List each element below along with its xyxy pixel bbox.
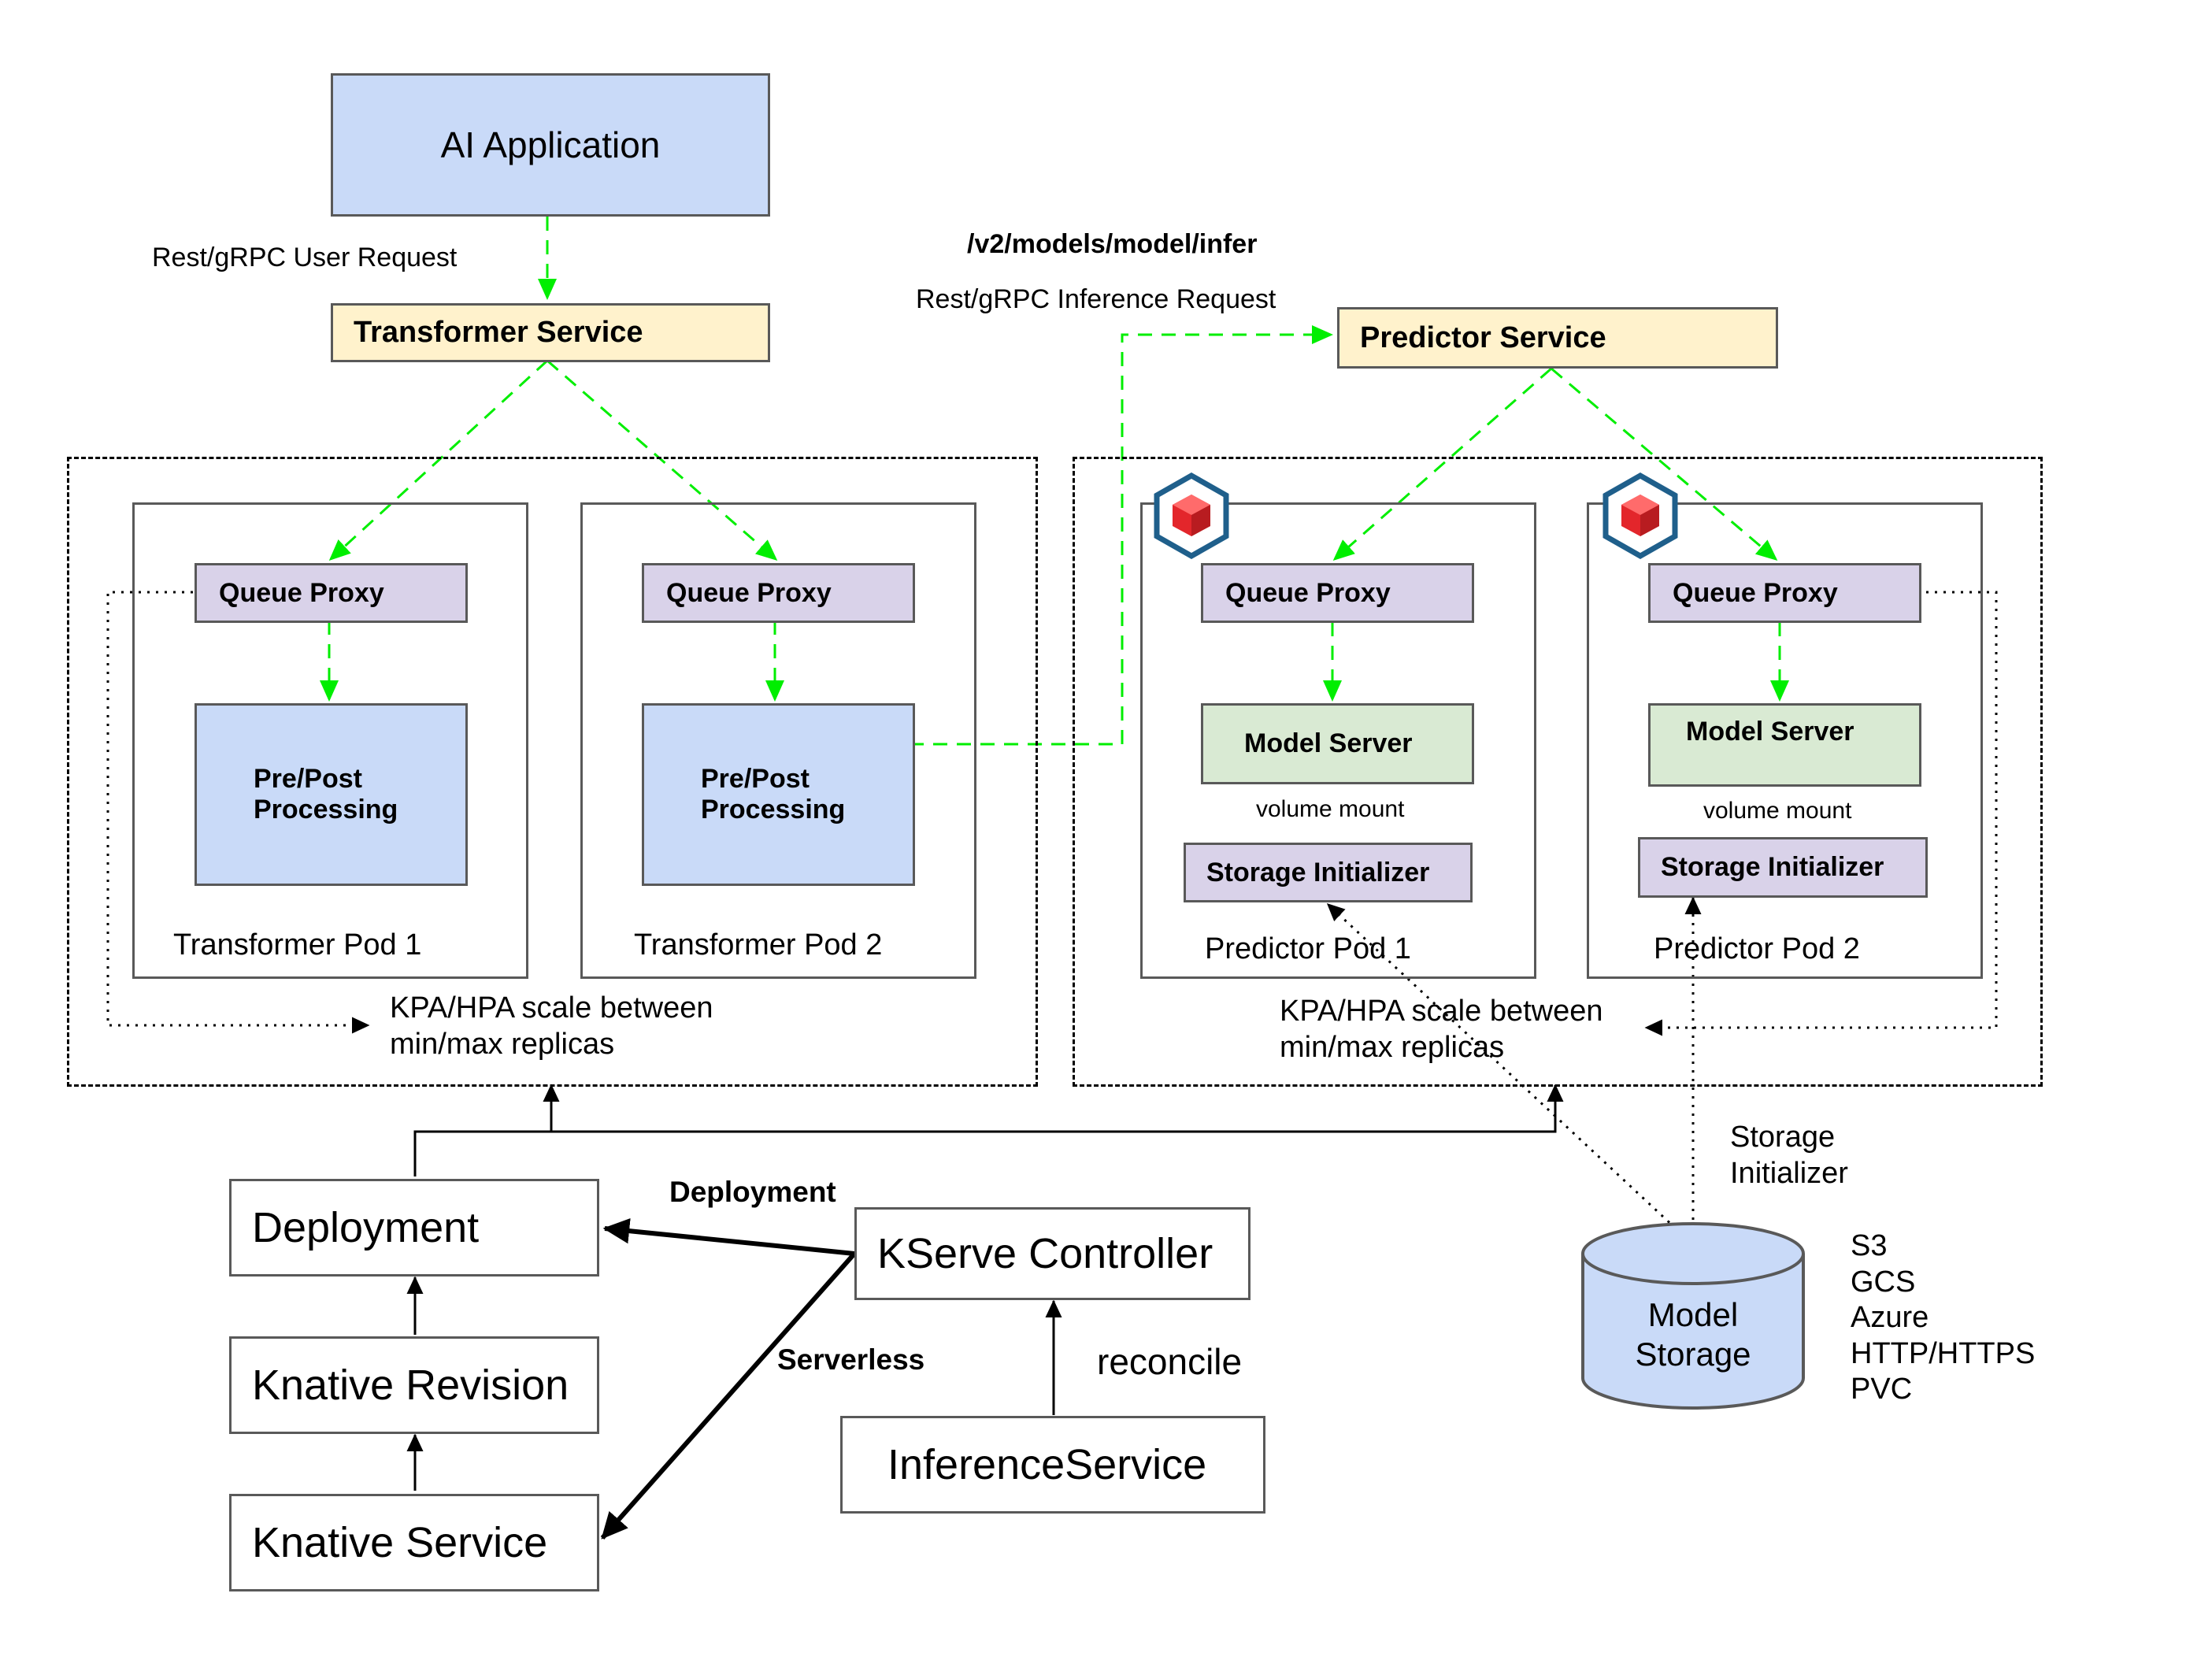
queue-proxy-label: Queue Proxy [666,577,832,608]
kserve-logo-icon [1602,472,1678,559]
deployment-label: Deployment [252,1204,480,1251]
storage-backend-item: S3 [1851,1229,1888,1262]
processing-to-predictor-arrow [910,325,1333,746]
transformer-service-box[interactable]: Transformer Service [331,303,770,362]
edge-reconcile-label: reconcile [1097,1341,1243,1382]
processing-label: Pre/Post Processing [254,764,398,824]
predictor-to-pod1-arrow [1332,367,1552,561]
knative-service-box[interactable]: Knative Service [229,1494,599,1591]
storage-initializer-label: Storage Initializer [1206,857,1430,887]
transformer-pods-group [67,457,1038,1087]
volume-mount-label: volume mount [1256,796,1405,822]
predictor-pod-1[interactable] [1140,502,1536,979]
deployment-to-pods-connector [413,1084,1564,1176]
rest-user-request-label: Rest/gRPC User Request [152,243,458,272]
transformer-to-pod1-arrow [328,359,549,561]
queue-proxy-label: Queue Proxy [1225,577,1391,608]
predictor-pod-2-queue-proxy[interactable]: Queue Proxy [1648,563,1921,623]
ai-application-label: AI Application [440,124,661,165]
kserve-controller-label: KServe Controller [877,1230,1213,1277]
storage-backend-item: GCS [1851,1265,1916,1299]
transformer-pod-2-queue-proxy[interactable]: Queue Proxy [642,563,915,623]
predictor-service-box[interactable]: Predictor Service [1337,307,1778,369]
infer-path-label: /v2/models/model/infer [967,229,1258,259]
predictor-to-pod2-arrow [1551,367,1778,561]
queue-proxy-label: Queue Proxy [219,577,384,608]
autoscale-loops [106,591,1998,1230]
scale-note-right: KPA/HPA scale between min/max replicas [1280,995,1603,1064]
transformer-pod-1-label: Transformer Pod 1 [173,928,422,962]
inference-service-box[interactable]: InferenceService [840,1416,1265,1514]
predictor-pod-1-queue-proxy[interactable]: Queue Proxy [1201,563,1474,623]
knative-service-label: Knative Service [252,1519,548,1566]
controller-to-knative-service-arrow [600,1252,857,1540]
deployment-box[interactable]: Deployment [229,1179,599,1276]
edge-deployment-label: Deployment [669,1176,836,1208]
request-flow-arrows [320,217,1789,746]
model-server-label: Model Server [1686,717,1854,747]
storage-backend-item: Azure [1851,1301,1929,1335]
transformer-pod-2[interactable] [580,502,976,979]
knative-revision-label: Knative Revision [252,1362,569,1409]
control-plane-arrows [406,1084,1564,1540]
controller-to-deployment-arrow [602,1218,855,1256]
predictor-pod-1-storage-initializer[interactable]: Storage Initializer [1184,843,1473,902]
queue-proxy-label: Queue Proxy [1673,577,1838,608]
transformer-pod-2-processing[interactable]: Pre/Post Processing [642,703,915,886]
predictor-pod-2-model-server[interactable]: Model Server [1648,703,1921,787]
rest-inference-request-label: Rest/gRPC Inference Request [916,284,1276,314]
storage-backends-list: S3 GCS Azure HTTP/HTTPS PVC [1851,1228,2035,1408]
predictor-pod-2-storage-initializer[interactable]: Storage Initializer [1638,837,1928,898]
transformer-pod-2-label: Transformer Pod 2 [634,928,883,962]
predictor-pods-group [1073,457,2043,1087]
predictor-pod-2-label: Predictor Pod 2 [1654,932,1860,965]
model-storage-cylinder-icon[interactable] [1579,1221,1807,1417]
right-scale-loop [1644,591,1998,1036]
storage-initializer-label: Storage Initializer [1661,852,1884,882]
transformer-service-label: Transformer Service [354,316,643,349]
model-server-label: Model Server [1244,728,1413,758]
transformer-pod-1[interactable] [132,502,528,979]
volume-mount-label: volume mount [1703,798,1852,824]
transformer-pod-1-processing[interactable]: Pre/Post Processing [195,703,468,886]
transformer-to-pod2-arrow [547,359,778,561]
storage-to-pod1-init-dotted [1326,902,1677,1230]
processing-label: Pre/Post Processing [701,764,846,824]
inference-service-label: InferenceService [887,1441,1207,1488]
predictor-service-label: Predictor Service [1360,321,1606,354]
edge-serverless-label: Serverless [777,1343,925,1376]
transformer-pod-1-queue-proxy[interactable]: Queue Proxy [195,563,468,623]
predictor-pod-1-label: Predictor Pod 1 [1205,932,1411,965]
storage-initializer-note: Storage Initializer [1730,1121,1848,1190]
model-storage-label: Model Storage [1635,1296,1751,1373]
scale-note-left: KPA/HPA scale between min/max replicas [390,991,713,1061]
storage-backend-item: HTTP/HTTPS [1851,1336,2036,1370]
storage-backend-item: PVC [1851,1373,1913,1406]
predictor-pod-2[interactable] [1587,502,1983,979]
predictor-pod-1-model-server[interactable]: Model Server [1201,703,1474,784]
kserve-logo-icon [1154,472,1229,559]
kserve-controller-box[interactable]: KServe Controller [854,1207,1251,1300]
knative-revision-box[interactable]: Knative Revision [229,1336,599,1434]
ai-application-box[interactable]: AI Application [331,73,770,217]
